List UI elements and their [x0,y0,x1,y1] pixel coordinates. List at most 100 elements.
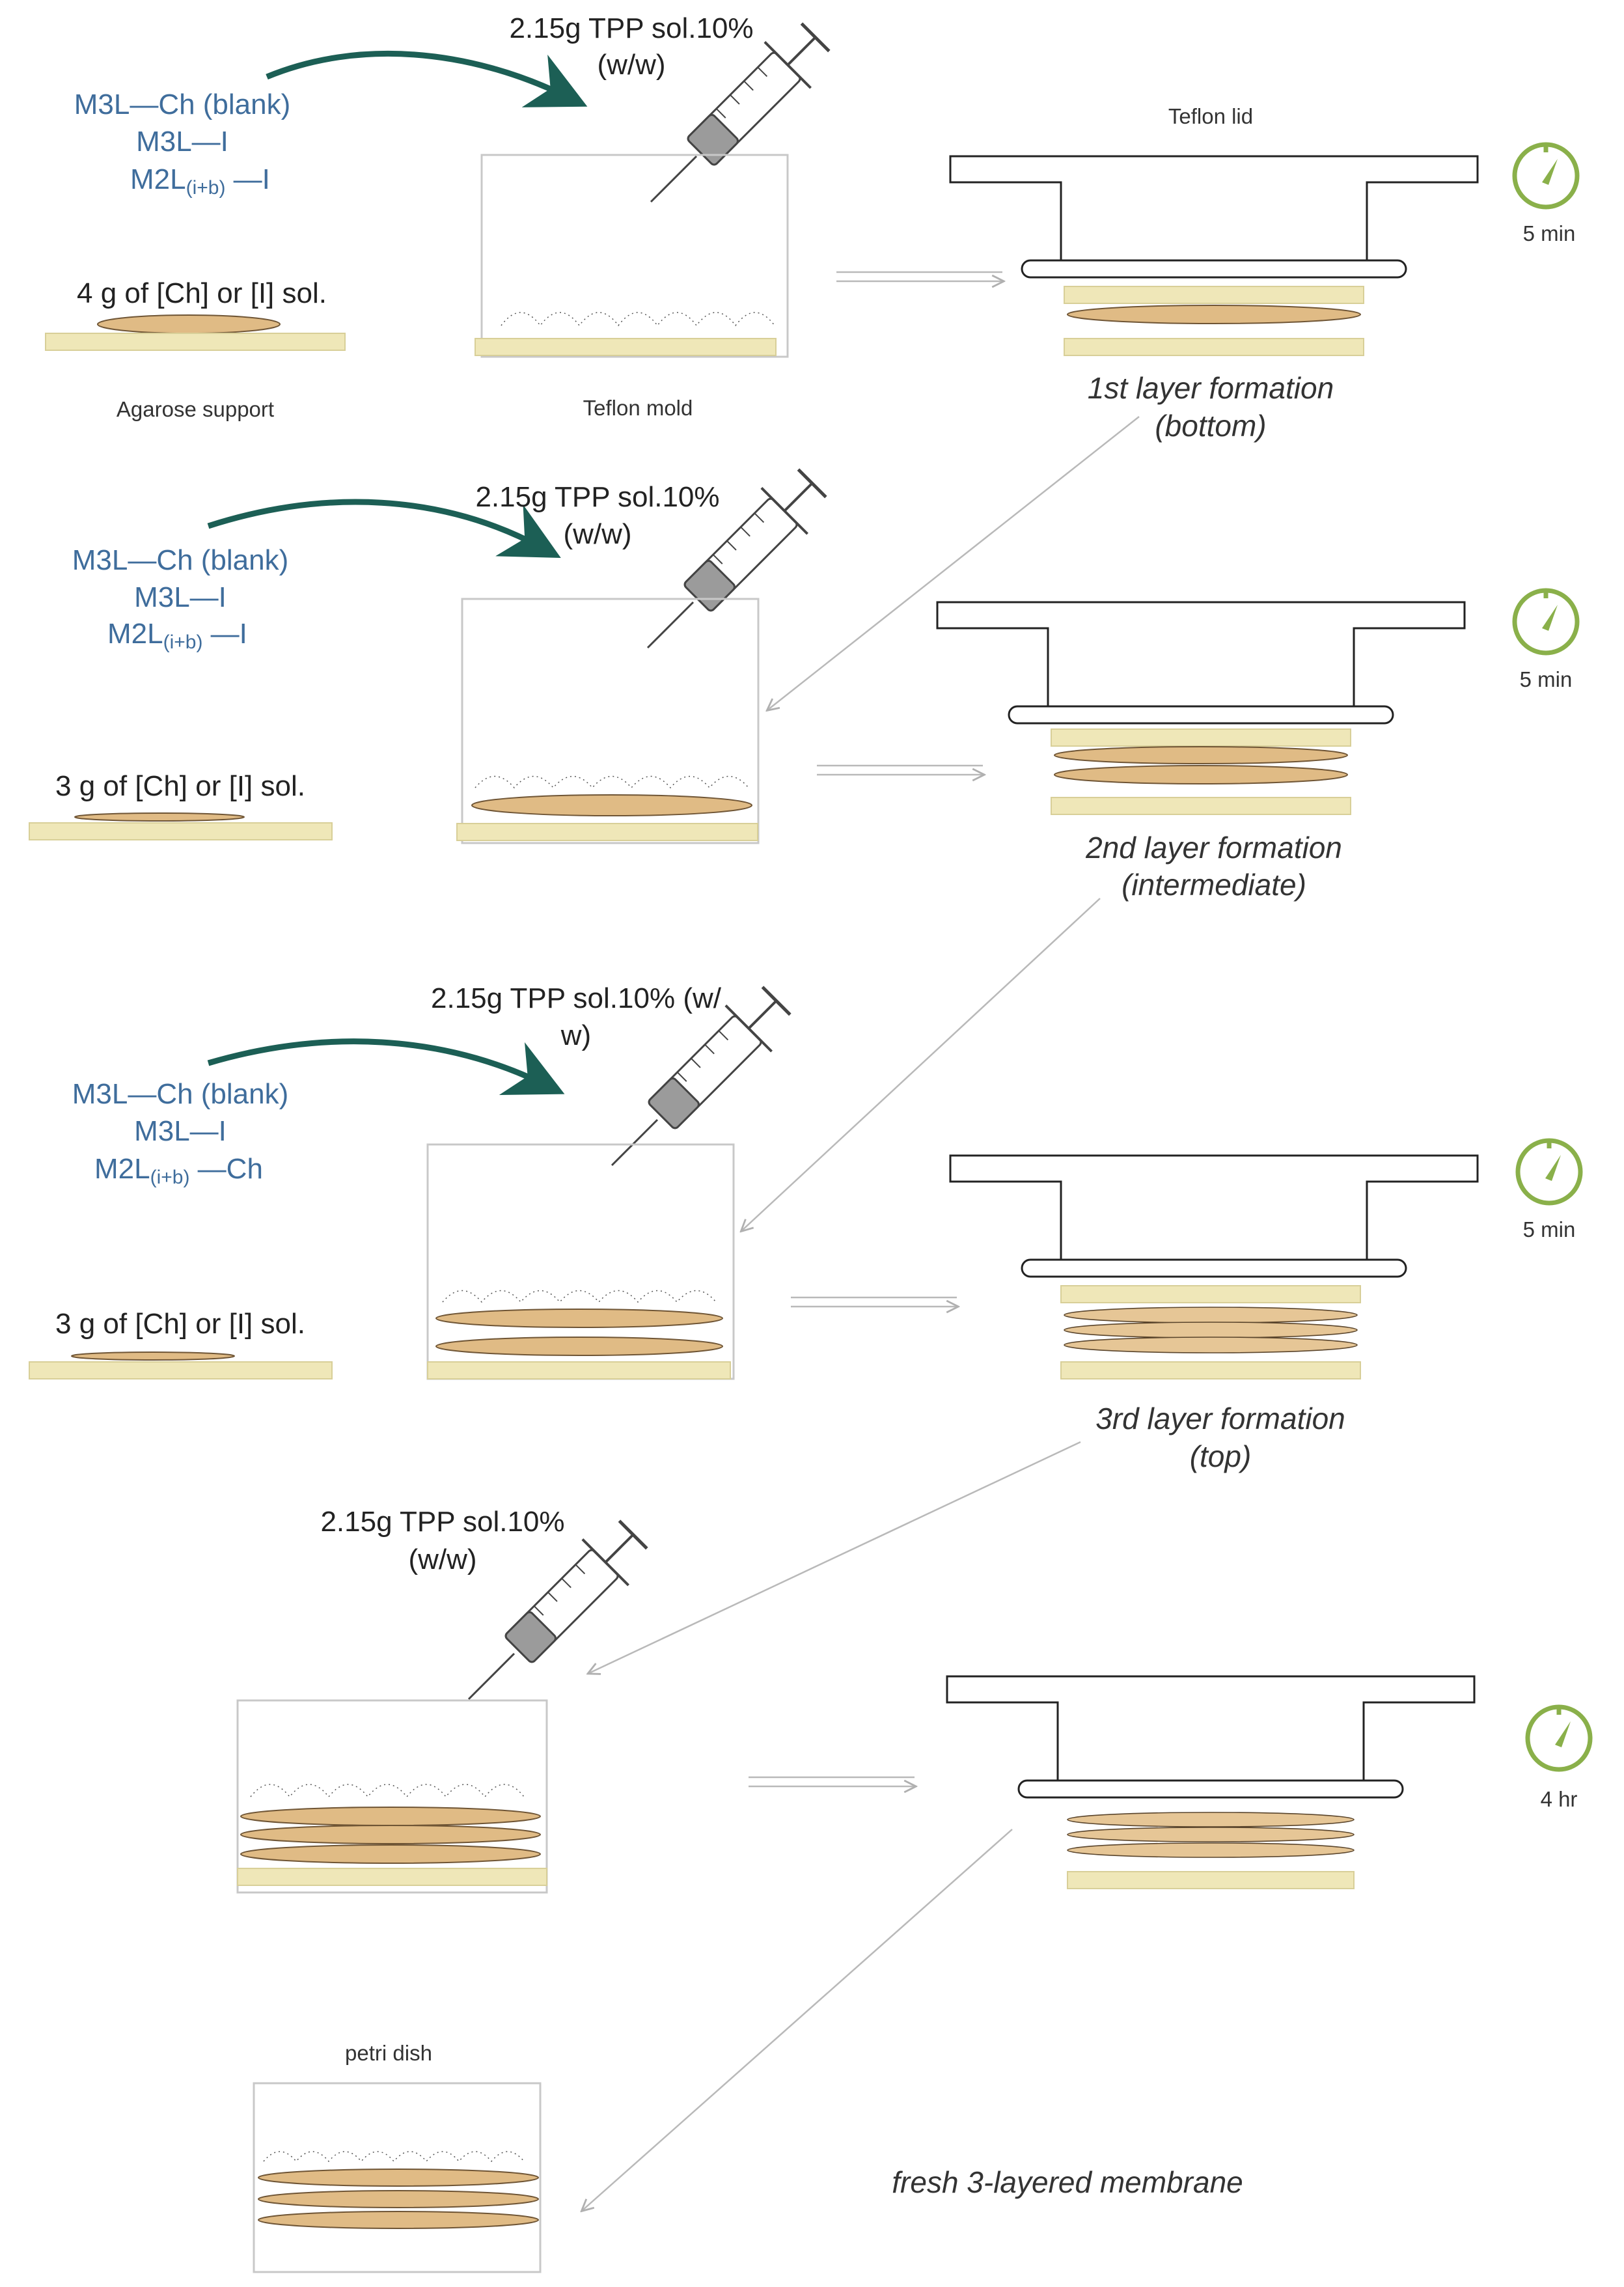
petri-dish [253,2082,542,2273]
formulation-2: M3L—I [134,581,227,613]
tpp-droplets [501,312,775,327]
membrane-layer-3 [1067,1842,1355,1858]
membrane-layer-3 [258,2211,539,2229]
teflon-mold [461,598,760,844]
final-caption: fresh 3-layered membrane [892,2165,1243,2199]
press-agarose-bottom [1060,1361,1361,1379]
tpp-droplets [475,775,749,789]
formulation-3: M2L(i+b) —I [107,618,247,653]
timer-icon [1515,145,1577,207]
formulation-1: M3L—Ch (blank) [74,89,291,120]
solution-amount: 4 g of [Ch] or [I] sol. [77,277,327,309]
press-agarose-top [1064,286,1364,304]
tpp-label-line2: (w/w) [563,518,631,550]
press-agarose-top [1060,1285,1361,1303]
final-membrane: petri dish fresh 3-layered membrane [253,2041,1243,2273]
membrane-layer-3 [1064,1337,1358,1353]
membrane-layer-1 [1054,746,1348,764]
caption-line2: (intermediate) [1122,868,1306,902]
double-line-arrow-icon [817,764,983,775]
double-line-arrow-icon [749,1776,915,1786]
solution-drop [74,812,245,822]
solution-amount: 3 g of [Ch] or [I] sol. [55,770,305,802]
caption-line1: 3rd layer formation [1095,1402,1345,1435]
stage-1: M3L—Ch (blank) M3L—I M2L(i+b) —I 4 g of … [45,12,1577,443]
membrane-layer-1 [1067,1812,1355,1827]
membrane-layer-3 [240,1844,541,1864]
membrane-layer-2 [1054,765,1348,784]
stage-3: M3L—Ch (blank) M3L—I M2L(i+b) —Ch 3 g of… [29,982,1580,1473]
solution-amount: 3 g of [Ch] or [I] sol. [55,1308,305,1340]
teflon-lid-press [936,601,1466,725]
syringe-icon [469,1521,647,1699]
membrane-layer-2 [435,1337,723,1356]
stage-4: 2.15g TPP sol.10% (w/w) 4 hr [236,1506,1590,1894]
teflon-lid-press [949,1154,1479,1278]
curved-arrow-icon [266,51,588,107]
formulation-1: M3L—Ch (blank) [72,1078,289,1110]
tpp-label-line2: w) [560,1019,591,1051]
transfer-arrow-2 [742,898,1101,1230]
formulation-3: M2L(i+b) —Ch [94,1153,263,1188]
membrane-layer-2 [258,2190,539,2208]
syringe-icon [651,23,829,202]
double-line-arrow-icon [791,1296,957,1307]
press-agarose-bottom [1051,797,1351,815]
membrane-layer-2 [240,1825,541,1844]
tpp-label-line2: (w/w) [408,1544,476,1575]
transfer-arrow-3 [589,1441,1081,1673]
press-agarose-bottom [1064,338,1364,356]
membrane-layer-2 [1067,1827,1355,1842]
formulation-2: M3L—I [136,126,228,158]
tpp-label-line1: 2.15g TPP sol.10% [475,481,719,513]
caption-line1: 2nd layer formation [1085,831,1342,865]
timer-icon [1518,1141,1580,1203]
membrane-layer-1 [240,1807,541,1826]
teflon-lid-press [946,1675,1476,1799]
caption-line2: (top) [1190,1439,1252,1473]
mold-agarose-base [427,1361,731,1379]
solution-drop [97,314,281,334]
membrane-layer-1 [1064,1307,1358,1324]
agarose-label: Agarose support [117,397,274,421]
solution-drop [71,1351,235,1361]
mold-agarose-base [237,1868,547,1886]
membrane-layer-1 [471,794,752,816]
curved-arrow-icon [207,499,561,558]
agarose-support [29,822,333,840]
press-agarose-bottom [1067,1871,1355,1889]
tpp-droplets [263,2151,525,2163]
timer-icon [1528,1707,1590,1769]
caption-line1: 1st layer formation [1088,371,1334,405]
membrane-layer-2 [1064,1322,1358,1338]
curved-arrow-icon [207,1038,565,1096]
membrane-layer-1 [435,1309,723,1328]
tpp-label-line1: 2.15g TPP sol.10% (w/ [431,982,722,1014]
timer-label: 5 min [1523,1217,1576,1241]
tpp-label-line1: 2.15g TPP sol.10% [509,12,753,44]
mold-agarose-base [475,338,777,356]
caption-line2: (bottom) [1155,409,1266,443]
stage-2: M3L—Ch (blank) M3L—I M2L(i+b) —I 3 g of … [29,469,1577,902]
teflon-mold [236,1699,548,1894]
tpp-label-line2: (w/w) [597,49,665,81]
transfer-arrow-4 [583,1829,1013,2210]
transfer-arrow-1 [768,416,1140,710]
timer-label: 4 hr [1541,1787,1578,1811]
tpp-droplets [442,1290,717,1303]
agarose-support [29,1361,333,1379]
timer-label: 5 min [1523,221,1576,245]
formulation-1: M3L—Ch (blank) [72,544,289,576]
timer-icon [1515,590,1577,653]
teflon-lid-press [949,155,1479,279]
mold-agarose-base [456,823,758,841]
tpp-droplets [250,1784,525,1798]
membrane-layer-1 [258,2169,539,2187]
membrane-layer-1 [1067,305,1361,324]
petri-dish-label: petri dish [345,2041,432,2065]
mold-label: Teflon mold [583,396,693,420]
lid-label: Teflon lid [1168,104,1253,128]
agarose-support [45,333,346,351]
double-line-arrow-icon [836,271,1002,281]
